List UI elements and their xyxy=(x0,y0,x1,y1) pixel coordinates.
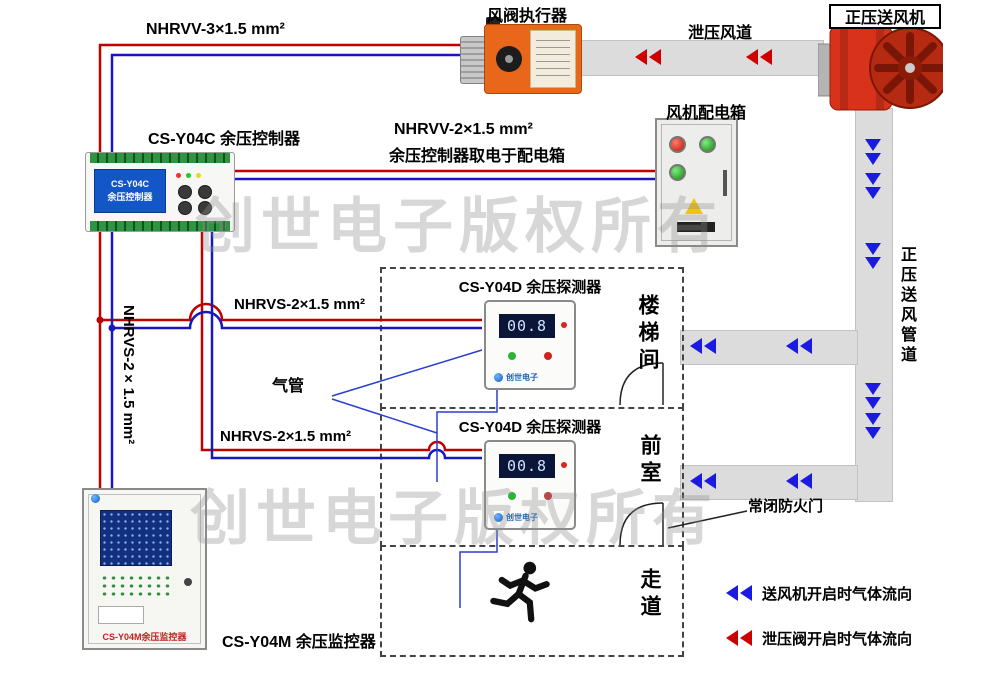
pressure-controller-device: CS-Y04C 余压控制器 xyxy=(85,152,235,232)
alarm-indicator-red xyxy=(544,352,552,360)
relief-duct-label: 泄压风道 xyxy=(688,25,753,42)
brand-logo-icon xyxy=(91,494,100,503)
controller-screen-line1: CS-Y04C xyxy=(110,179,149,189)
controller-button xyxy=(178,201,192,215)
blue-wires xyxy=(110,53,656,489)
relief-flow-arrow-icon xyxy=(633,48,663,66)
red-wires xyxy=(98,43,656,489)
legend-relief-text: 泄压阀开启时气体流向 xyxy=(762,631,913,648)
cabinet-door xyxy=(88,494,201,644)
detector-reading: 00.8 xyxy=(506,317,548,335)
supply-flow-arrow-icon xyxy=(688,337,718,355)
cabinet-nameplate xyxy=(677,222,715,232)
brand-logo-text: 创世电子 xyxy=(506,513,538,522)
indicator-light-red xyxy=(669,136,686,153)
room-box-stairwell xyxy=(380,267,684,409)
brand-logo: 创世电子 xyxy=(494,372,538,383)
controller-led-red xyxy=(176,173,181,178)
detector-display: 00.8 xyxy=(499,454,555,478)
run-indicator-green xyxy=(508,352,516,360)
run-indicator-green xyxy=(508,492,516,500)
actuator-knob xyxy=(496,46,522,72)
brand-logo-text: 创世电子 xyxy=(506,373,538,382)
distribution-box-label: 风机配电箱 xyxy=(666,105,747,122)
monitor-panel-text: CS-Y04M余压监控器 xyxy=(102,632,187,642)
monitor-label: CS-Y04M 余压监控器 xyxy=(222,634,376,651)
monitor-indicator-grid xyxy=(100,574,170,598)
controller-label: CS-Y04C 余压控制器 xyxy=(148,131,301,148)
legend-relief-arrow-icon xyxy=(724,629,754,647)
controller-button xyxy=(198,185,212,199)
damper-actuator-label: 风阀执行器 xyxy=(487,8,568,25)
monitor-screen xyxy=(100,510,172,566)
pressure-detector-device-frontroom: 00.8 创世电子 xyxy=(484,440,576,530)
supply-flow-arrow-icon xyxy=(864,242,882,272)
indicator-light-green xyxy=(699,136,716,153)
terminal-strip xyxy=(90,153,230,163)
room-label-stairwell: 楼梯间 xyxy=(636,294,659,375)
room-label-corridor: 走道 xyxy=(638,568,661,622)
controller-led-green xyxy=(186,173,191,178)
pressure-monitor-device: CS-Y04M余压监控器 xyxy=(82,488,207,650)
legend-supply-arrow-icon xyxy=(724,584,754,602)
keyhole xyxy=(184,578,192,586)
supply-flow-arrow-icon xyxy=(864,138,882,168)
power-cable-note: 余压控制器取电于配电箱 xyxy=(389,148,566,165)
damper-actuator-device xyxy=(460,17,582,94)
legend-supply-text: 送风机开启时气体流向 xyxy=(762,586,913,603)
controller-button xyxy=(178,185,192,199)
fire-door-label: 常闭防火门 xyxy=(748,498,824,515)
power-cable-label: NHRVV-2×1.5 mm² xyxy=(394,121,533,138)
supply-fan-device xyxy=(817,20,951,115)
alarm-dot-red xyxy=(561,462,567,468)
detector-title-stairwell: CS-Y04D 余压探测器 xyxy=(458,279,602,296)
warning-triangle-icon xyxy=(685,198,703,214)
alarm-dot-red xyxy=(561,322,567,328)
pressure-detector-device-stairwell: 00.8 创世电子 xyxy=(484,300,576,390)
actuator-cable-label: NHRVV-3×1.5 mm² xyxy=(146,21,285,38)
controller-screen-line2: 余压控制器 xyxy=(107,192,153,202)
actuator-shaft xyxy=(460,36,488,84)
alarm-indicator-red xyxy=(544,492,552,500)
brand-logo-icon xyxy=(494,373,503,382)
actuator-nameplate xyxy=(530,30,576,88)
controller-button xyxy=(198,201,212,215)
air-tubes xyxy=(331,349,498,608)
relief-duct xyxy=(578,40,824,76)
room-box-corridor xyxy=(380,545,684,657)
start-button-green xyxy=(669,164,686,181)
cabinet-door xyxy=(661,124,732,241)
signal-cable-run1-label: NHRVS-2×1.5 mm² xyxy=(234,296,366,313)
supply-flow-arrow-icon xyxy=(688,472,718,490)
room-box-frontroom xyxy=(380,405,684,547)
controller-screen: CS-Y04C 余压控制器 xyxy=(94,169,166,213)
supply-fan-label: 正压送风机 xyxy=(829,4,941,29)
detector-reading: 00.8 xyxy=(506,457,548,475)
signal-cable-run2-label: NHRVS-2×1.5 mm² xyxy=(220,428,352,445)
air-tube-label: 气管 xyxy=(272,378,305,395)
label-slot xyxy=(98,606,144,624)
brand-logo-icon xyxy=(494,513,503,522)
supply-flow-arrow-icon xyxy=(784,472,814,490)
supply-duct-label: 正压送风管道 xyxy=(898,246,915,366)
signal-cable-riser-label: NHRVS-2×1.5 mm² xyxy=(120,305,137,445)
cabinet-handle xyxy=(723,170,727,196)
fan-distribution-box-device xyxy=(655,118,738,247)
supply-flow-arrow-icon xyxy=(864,382,882,412)
running-person-icon xyxy=(485,555,555,633)
controller-led-yellow xyxy=(196,173,201,178)
fire-door-symbols xyxy=(619,362,748,546)
detector-display: 00.8 xyxy=(499,314,555,338)
supply-flow-arrow-icon xyxy=(864,172,882,202)
supply-flow-arrow-icon xyxy=(864,412,882,442)
room-label-frontroom: 前室 xyxy=(638,434,661,488)
detector-title-frontroom: CS-Y04D 余压探测器 xyxy=(458,419,602,436)
supply-flow-arrow-icon xyxy=(784,337,814,355)
relief-flow-arrow-icon xyxy=(744,48,774,66)
terminal-strip xyxy=(90,221,230,231)
brand-logo: 创世电子 xyxy=(494,512,538,523)
